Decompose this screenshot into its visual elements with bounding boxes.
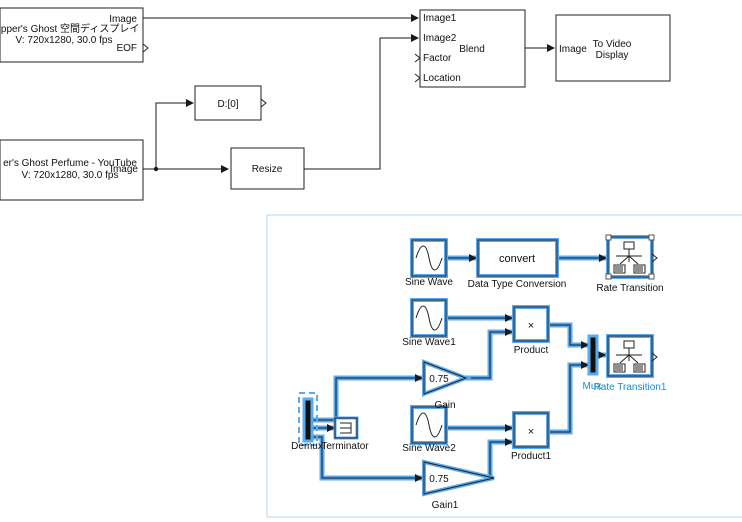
wire-product1-to-mux[interactable] xyxy=(548,361,589,433)
product-label: Product xyxy=(514,345,549,356)
product1-label: Product1 xyxy=(511,451,551,462)
terminator-icon xyxy=(340,422,352,434)
rate-transition1-icon xyxy=(613,340,646,373)
source1-port-image: Image xyxy=(109,14,137,25)
gain-label: Gain xyxy=(434,400,455,411)
wire-product-to-mux[interactable] xyxy=(548,324,589,349)
blend-factor-port-icon xyxy=(414,53,421,63)
source1-port-eof: EOF xyxy=(116,43,137,54)
branch-point xyxy=(153,166,159,172)
convert-label: convert xyxy=(499,253,535,265)
video-source-block-2[interactable]: er's Ghost Perfume - YouTube V: 720x1280… xyxy=(0,139,144,201)
selection-handle[interactable] xyxy=(605,273,612,280)
rate-transition1-out-port-icon xyxy=(651,352,658,362)
sine-wave1-label: Sine Wave1 xyxy=(402,337,456,348)
gain1-label: Gain1 xyxy=(432,500,459,511)
delay-out-port-icon xyxy=(260,98,267,108)
mux-label: Mux xyxy=(583,381,602,392)
source1-eof-port-icon xyxy=(142,43,149,53)
delay-label: D:[0] xyxy=(217,99,238,110)
to-video-label-line1: To Video xyxy=(593,39,632,50)
rate-transition1-label: Rate Transition1 xyxy=(594,382,667,393)
sine-wave-block[interactable]: Sine Wave xyxy=(405,238,453,288)
demux-selection-outline xyxy=(298,392,318,446)
selection-handle[interactable] xyxy=(605,234,612,241)
mux-block[interactable]: Mux xyxy=(583,334,602,392)
blend-port-location: Location xyxy=(423,73,461,84)
blend-block[interactable]: Image1 Image2 Factor Location Blend xyxy=(414,9,526,88)
product1-symbol: × xyxy=(528,426,534,438)
demux-label: Demux xyxy=(291,441,323,452)
wire-resize-to-blend[interactable] xyxy=(304,34,419,170)
rate-transition-icon xyxy=(613,241,646,274)
blend-port-image2: Image2 xyxy=(423,33,457,44)
sine-wave2-label: Sine Wave2 xyxy=(402,443,456,454)
to-video-display-block[interactable]: Image To Video Display xyxy=(555,14,671,82)
blend-port-image1: Image1 xyxy=(423,13,457,24)
product-symbol: × xyxy=(528,320,534,332)
gain1-value: 0.75 xyxy=(429,474,449,485)
source2-title: er's Ghost Perfume - YouTube xyxy=(3,158,137,169)
delay-block[interactable]: D:[0] xyxy=(194,85,267,121)
demux-block[interactable]: Demux xyxy=(291,392,323,452)
sine-wave2-block[interactable]: Sine Wave2 xyxy=(402,405,456,454)
rate-transition-out-port-icon xyxy=(651,253,658,263)
blend-label: Blend xyxy=(459,44,485,55)
to-video-port-image: Image xyxy=(559,44,587,55)
to-video-label-line2: Display xyxy=(596,50,629,61)
sine-wave2-icon xyxy=(415,412,443,438)
selection-handle[interactable] xyxy=(648,234,655,241)
blend-location-port-icon xyxy=(414,73,421,83)
product1-block[interactable]: × Product1 xyxy=(511,411,551,462)
rate-transition-label: Rate Transition xyxy=(596,283,663,294)
wire-demux-to-gain[interactable] xyxy=(312,374,423,421)
convert-name: Data Type Conversion xyxy=(468,279,567,290)
gain1-block[interactable]: 0.75 Gain1 xyxy=(422,459,495,511)
product-block[interactable]: × Product xyxy=(512,305,550,356)
video-source-block-1[interactable]: Pepper's Ghost 空間ディスプレイ V: 720x1280, 30.… xyxy=(0,7,149,63)
terminator-label: Terminator xyxy=(321,441,369,452)
wire-source2-to-delay[interactable] xyxy=(155,99,194,169)
source2-port-image: Image xyxy=(110,164,138,175)
gain-block[interactable]: 0.75 Gain xyxy=(422,359,472,411)
rate-transition1-block[interactable]: Rate Transition1 xyxy=(594,334,667,393)
source2-spec: V: 720x1280, 30.0 fps xyxy=(22,170,119,181)
source1-spec: V: 720x1280, 30.0 fps xyxy=(16,35,113,46)
data-type-conversion-block[interactable]: convert Data Type Conversion xyxy=(468,238,567,290)
sine-wave-label: Sine Wave xyxy=(405,277,453,288)
selection-handle[interactable] xyxy=(648,273,655,280)
sine-wave1-block[interactable]: Sine Wave1 xyxy=(402,298,456,348)
wire-gain-to-product[interactable] xyxy=(465,328,513,379)
source1-title: Pepper's Ghost 空間ディスプレイ xyxy=(0,22,139,35)
sine-wave1-icon xyxy=(415,305,443,331)
sine-wave-icon xyxy=(415,245,443,271)
gain-value: 0.75 xyxy=(429,374,449,385)
resize-label: Resize xyxy=(252,164,283,175)
rate-transition-block[interactable]: Rate Transition xyxy=(596,234,664,294)
terminator-block[interactable]: Terminator xyxy=(321,416,369,452)
resize-block[interactable]: Resize xyxy=(230,147,305,190)
blend-port-factor: Factor xyxy=(423,53,452,64)
